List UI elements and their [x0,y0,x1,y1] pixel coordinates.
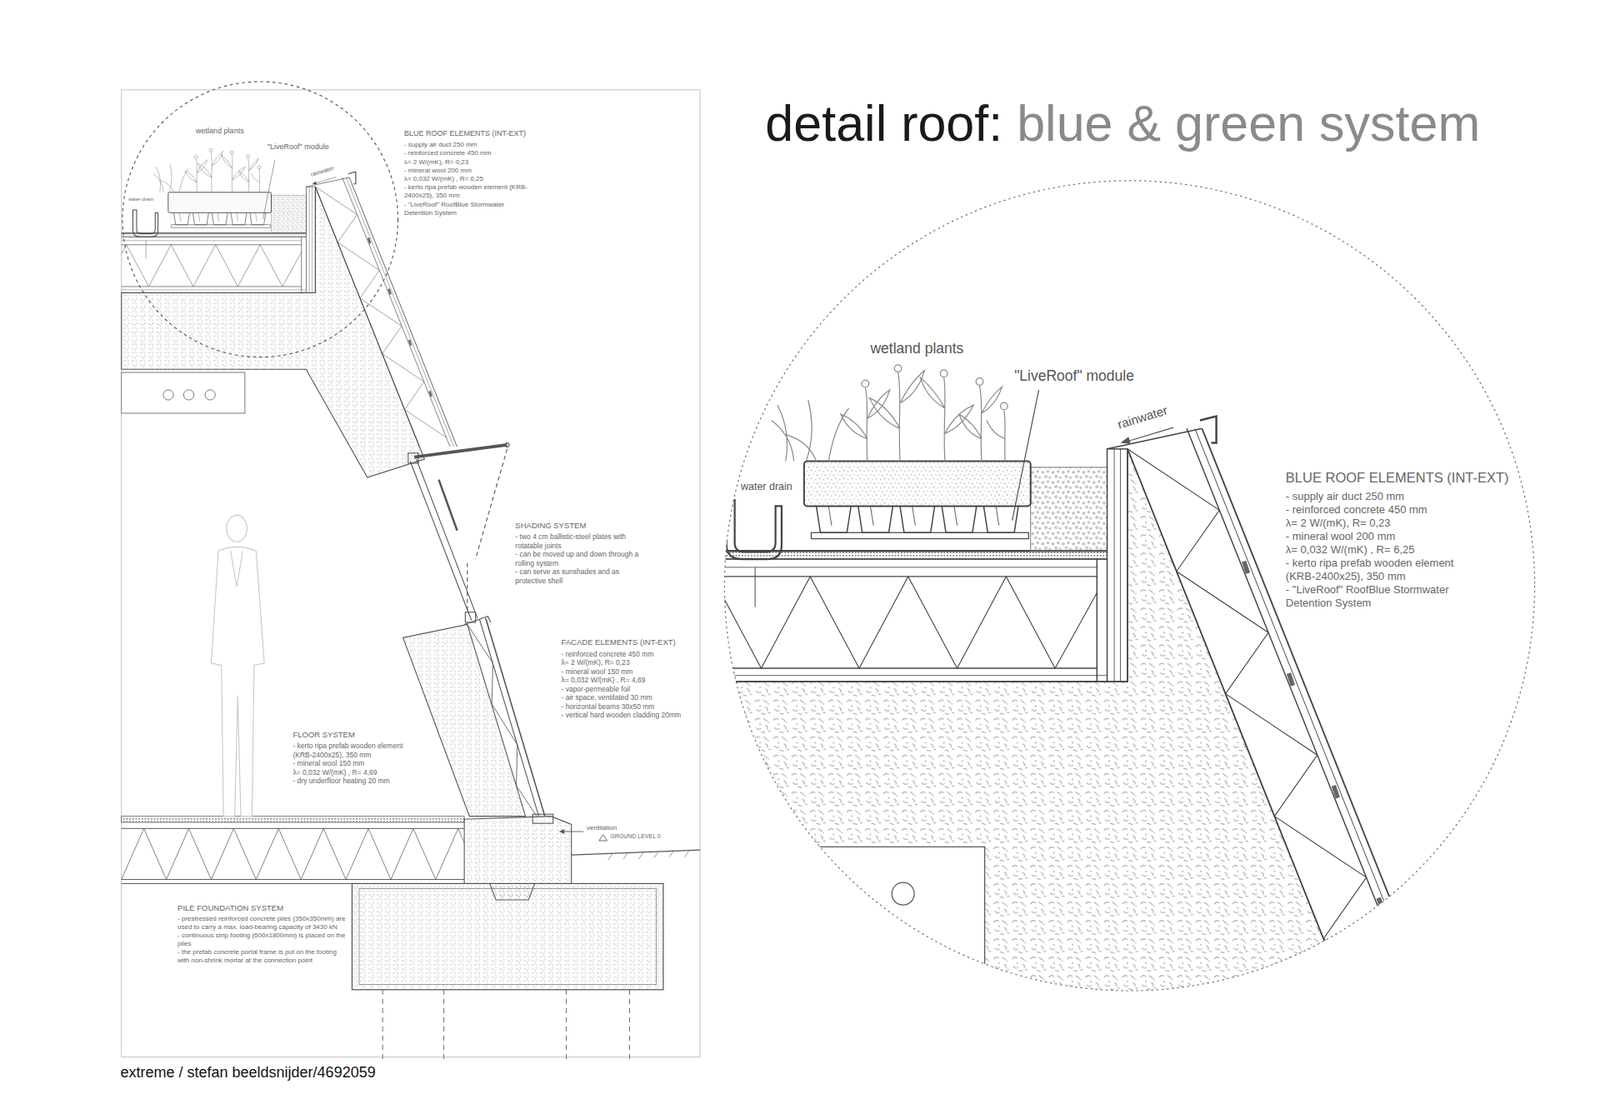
spec-item: - dry underfloor heating 20 mm [292,776,424,786]
spec-item: λ= 2 W/(mK), R= 0,23 [560,658,696,668]
spec-item: - the prefab concrete portal frame is pu… [177,948,350,965]
spec-item: - mineral wool 150 mm [292,759,424,769]
spec-item: λ= 2 W/(mK), R= 0,23 [1285,516,1486,530]
spec-item: - mineral wool 150 mm [560,667,696,677]
spec-item: λ= 0,032 W/(mK) , R= 4,69 [292,768,424,778]
spec-item: - reinforced concrete 450 mm [1285,503,1486,517]
spec-item: λ= 2 W/(mK), R= 0,23 [404,158,532,167]
spec-item: - supply air duct 250 mm [1285,490,1486,504]
plant-label: wetland plants [870,340,964,358]
drain-label: water drain [128,196,154,203]
spec-item: - mineral wool 200 mm [404,166,532,175]
rain-label: rainwater [1115,402,1170,432]
spec-item: - "LiveRoof" RoofBlue Stormwater Detenti… [404,200,532,218]
module-label: "LiveRoof" module [267,142,330,152]
spec-list: BLUE ROOF ELEMENTS (INT-EXT)- supply air… [1285,469,1486,610]
spec-item: - vapor-permeable foil [560,685,696,695]
spec-item: λ= 0,032 W/(mK) , R= 6,25 [1285,543,1486,557]
spec-item: - can be moved up and down through a rol… [515,550,646,568]
spec-heading: BLUE ROOF ELEMENTS (INT-EXT) [1285,469,1510,487]
spec-item: - horizontal beams 30x50 mm [560,702,696,712]
spec-item: - vertical hard wooden cladding 20mm [560,710,696,720]
spec-item: λ= 0,032 W/(mK) , R= 6,25 [404,175,532,184]
level-label: GROUND LEVEL 0 [610,833,660,840]
spec-heading: PILE FOUNDATION SYSTEM [177,903,284,914]
spec-item: - supply air duct 250 mm [404,140,532,150]
caption-text: extreme / stefan beeldsnijder/4692059 [120,1064,375,1083]
spec-item: - can serve as sunshades and as protecti… [515,567,646,585]
spec-item: - prestressed reinforced concrete piles … [177,915,350,932]
spec-item: - continuous strip footing (600x1800mm) … [177,931,350,949]
spec-list: FACADE ELEMENTS (INT-EXT) - reinforced co… [560,633,696,720]
spec-item: - mineral wool 200 mm [1285,530,1486,544]
spec-list: SHADING SYSTEM- two 4 cm ballistic-steel… [515,516,646,586]
module-label: "LiveRoof" module [1014,367,1135,385]
title-text: detail roof: blue & green system [765,98,1480,150]
ventilation-label: ventilation [586,824,617,833]
rain-label: rainwater [310,164,335,178]
spec-item: - kerto ripa prefab wooden element (KRB-… [404,183,532,200]
title-sub: blue & green system [1002,95,1480,152]
plant-label: wetland plants [195,126,245,136]
spec-heading: SHADING SYSTEM [515,520,586,531]
spec-item: - "LiveRoof" RoofBlue Stormwater Detenti… [1285,583,1486,610]
title-main: detail roof: [765,95,1003,152]
drain-label: water drain [740,480,793,494]
spec-heading: FLOOR SYSTEM [292,730,355,740]
spec-item: - kerto ripa prefab wooden element (KRB-… [1285,556,1486,584]
spec-list: FLOOR SYSTEM- kerto ripa prefab wooden e… [292,725,424,786]
spec-heading: BLUE ROOF ELEMENTS (INT-EXT) [404,129,526,139]
spec-item: - two 4 cm ballistic-steel plates with r… [515,532,646,550]
spec-item: - reinforced concrete 450 mm [404,149,532,158]
spec-heading: FACADE ELEMENTS (INT-EXT) [560,637,675,648]
spec-item: - reinforced concrete 450 mm [560,650,696,660]
spec-list: BLUE ROOF ELEMENTS (INT-EXT)- supply air… [404,124,532,218]
spec-list: PILE FOUNDATION SYSTEM- prestressed rein… [177,899,350,965]
spec-item: - kerto ripa prefab wooden element (KRB-… [292,741,424,760]
spec-item: λ= 0,032 W/(mK) , R= 4,69 [560,675,696,685]
spec-item: - air space, ventilated 30 mm [560,693,696,703]
